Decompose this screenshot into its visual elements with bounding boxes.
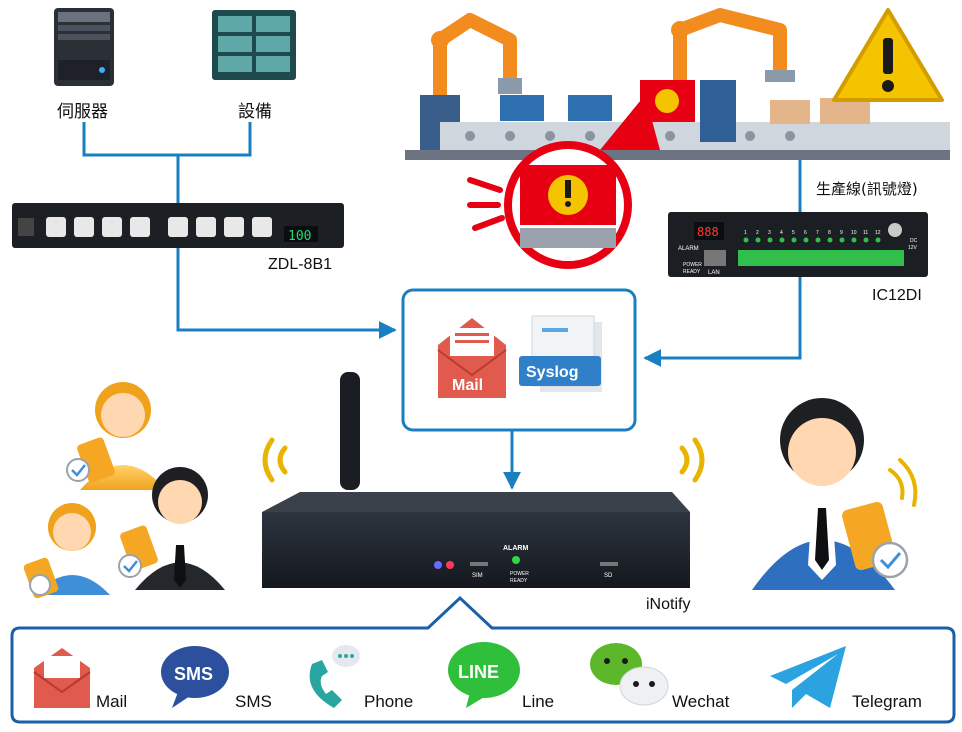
pdu-device xyxy=(12,203,344,248)
inotify-alarm-text: ALARM xyxy=(503,545,528,552)
io-port-5: 5 xyxy=(792,230,795,236)
sms-badge-text: SMS xyxy=(174,664,213,684)
inotify-device xyxy=(262,372,690,588)
io-module-alarm-text: ALARM xyxy=(678,246,699,252)
io-port-3: 3 xyxy=(768,230,771,236)
io-port-2: 2 xyxy=(756,230,759,236)
alarm-zoom-callout xyxy=(467,95,660,269)
wireless-signal-icon xyxy=(262,437,705,483)
io-module-power-text: POWER xyxy=(683,262,702,268)
mail-protocol-label: Mail xyxy=(452,377,483,394)
io-port-4: 4 xyxy=(780,230,783,236)
phone-handset-icon xyxy=(309,645,360,708)
user-group-left-icon xyxy=(23,382,225,599)
channel-line-label: Line xyxy=(522,692,555,711)
syslog-protocol-icon xyxy=(519,315,602,392)
io-port-9: 9 xyxy=(840,230,843,236)
inotify-label: iNotify xyxy=(646,596,691,613)
equipment-rack-icon xyxy=(212,10,296,80)
sms-bubble-icon xyxy=(161,646,229,708)
io-port-10: 10 xyxy=(851,230,857,236)
equipment-label: 設備 xyxy=(238,102,272,122)
channel-sms-label: SMS xyxy=(235,692,272,711)
syslog-protocol-label: Syslog xyxy=(526,364,578,381)
inotify-sd-text: SD xyxy=(604,573,613,579)
io-port-7: 7 xyxy=(816,230,819,236)
io-module-port-numbers: 1 2 3 4 5 6 7 8 9 10 11 12 xyxy=(744,230,881,236)
user-right-icon xyxy=(752,398,918,590)
io-module-dc-text: DC xyxy=(910,238,918,244)
telegram-plane-icon xyxy=(770,646,846,708)
production-line-illustration xyxy=(405,8,950,160)
pdu-display: 100 xyxy=(288,229,311,244)
io-module-display: 888 xyxy=(697,225,719,239)
mail-protocol-icon xyxy=(437,318,507,398)
io-port-6: 6 xyxy=(804,230,807,236)
io-port-8: 8 xyxy=(828,230,831,236)
io-module-label: IC12DI xyxy=(872,287,922,304)
line-app-icon xyxy=(448,642,520,708)
pdu-label: ZDL-8B1 xyxy=(268,256,333,273)
line-badge-text: LINE xyxy=(458,662,499,682)
io-port-12: 12 xyxy=(875,230,881,236)
io-module-lan-text: LAN xyxy=(708,270,720,276)
io-module-ready-text: READY xyxy=(683,269,701,275)
channel-phone-label: Phone xyxy=(364,692,414,711)
channel-wechat-label: Wechat xyxy=(672,692,730,711)
production-line-label: 生產線(訊號燈) xyxy=(816,180,918,198)
io-module-volt-text: 12V xyxy=(908,245,918,251)
io-port-11: 11 xyxy=(863,230,868,236)
io-port-1: 1 xyxy=(744,230,747,236)
inotify-ready-text: READY xyxy=(510,578,528,584)
connector-lines xyxy=(82,122,802,490)
mail-envelope-icon xyxy=(33,648,91,708)
inotify-sim-text: SIM xyxy=(472,573,483,579)
server-label: 伺服器 xyxy=(57,102,108,122)
server-tower-icon xyxy=(54,8,114,86)
io-module-device xyxy=(668,212,928,277)
channel-telegram-label: Telegram xyxy=(852,692,922,711)
channel-mail-label: Mail xyxy=(96,692,128,711)
inotify-power-text: POWER xyxy=(510,571,529,577)
wechat-icon xyxy=(590,643,669,706)
